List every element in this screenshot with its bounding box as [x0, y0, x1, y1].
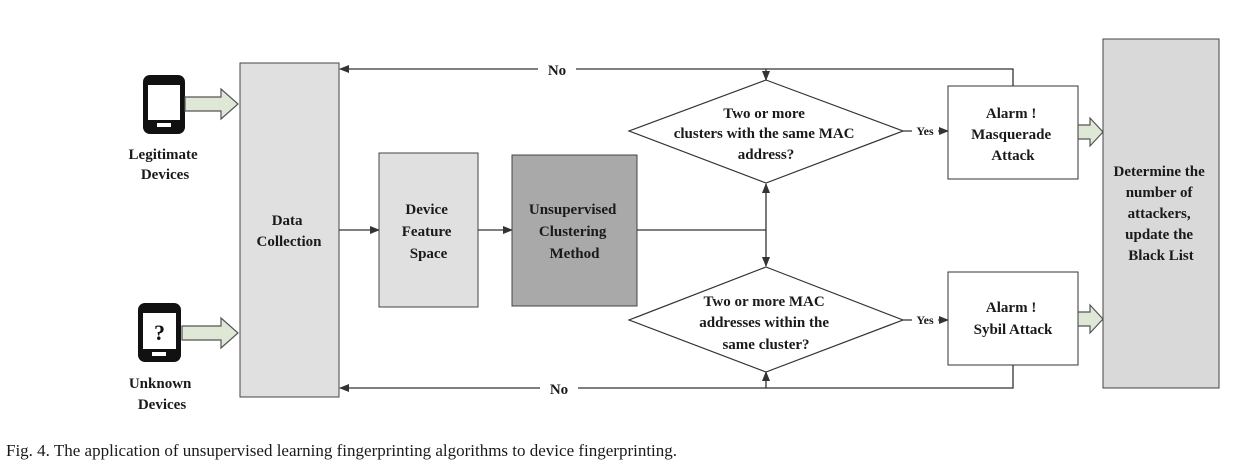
decision-top-line-1: Two or more — [723, 106, 805, 122]
clustering-line-3: Method — [550, 246, 601, 262]
legitimate-line-2: Devices — [141, 167, 189, 183]
hollow-arrow-legit — [184, 87, 239, 121]
sybil-line-2: Sybil Attack — [974, 322, 1053, 338]
blacklist-label: Determine the number of attackers, updat… — [1114, 164, 1209, 264]
loop-masquerade-to-decision — [762, 68, 1014, 86]
feature-space-box — [378, 152, 479, 308]
sybil-alarm-box — [947, 271, 1079, 366]
smartphone-question-icon: ? — [138, 303, 181, 362]
unknown-line-2: Devices — [138, 397, 186, 413]
blacklist-line-1: Determine the — [1114, 164, 1206, 180]
decision-bottom-line-2: addresses within the — [699, 315, 829, 331]
smartphone-icon — [143, 75, 185, 134]
data-collection-box — [239, 62, 340, 398]
blacklist-line-5: Black List — [1128, 248, 1193, 264]
legitimate-devices-label: Legitimate Devices — [129, 147, 202, 183]
feature-space-line-2: Feature — [402, 224, 452, 240]
decision-top-label: Two or more clusters with the same MAC a… — [674, 106, 859, 163]
feature-space-line-1: Device — [405, 202, 448, 218]
masquerade-alarm-box — [947, 85, 1079, 180]
blacklist-line-4: update the — [1125, 227, 1193, 243]
hollow-arrow-masquerade — [1077, 116, 1104, 148]
decision-top-line-3: address? — [738, 147, 794, 163]
clustering-line-2: Clustering — [539, 224, 607, 240]
unknown-line-1: Unknown — [129, 376, 192, 392]
data-collection-line-2: Collection — [257, 234, 323, 250]
clustering-box — [511, 154, 638, 307]
decision-top — [627, 79, 905, 184]
feature-space-label: Device Feature Space — [402, 202, 455, 262]
no-label-bottom: No — [550, 382, 568, 398]
decision-bottom-label: Two or more MAC addresses within the sam… — [699, 294, 833, 353]
no-bottom-bg — [540, 378, 578, 398]
hollow-arrow-sybil — [1077, 303, 1104, 335]
clustering-line-1: Unsupervised — [529, 202, 617, 218]
feature-space-line-3: Space — [410, 246, 448, 262]
yes-bottom-bg — [912, 313, 938, 327]
clustering-label: Unsupervised Clustering Method — [529, 202, 620, 262]
unknown-glyph: ? — [154, 320, 165, 345]
masquerade-line-1: Alarm ! — [986, 106, 1036, 122]
no-label-top: No — [548, 63, 566, 79]
masquerade-line-2: Masquerade — [971, 127, 1051, 143]
masquerade-line-3: Attack — [991, 148, 1035, 164]
flow-diagram: Legitimate Devices ? Unknown Devices Dat… — [129, 38, 1220, 413]
blacklist-line-2: number of — [1126, 185, 1194, 201]
masquerade-label: Alarm ! Masquerade Attack — [971, 106, 1055, 164]
decision-bottom-line-3: same cluster? — [722, 337, 809, 353]
legitimate-line-1: Legitimate — [129, 147, 198, 163]
blacklist-line-3: attackers, — [1128, 206, 1191, 222]
yes-top-bg — [912, 124, 938, 138]
yes-label-top: Yes — [916, 124, 934, 138]
loop-sybil-to-decision — [762, 365, 1014, 389]
sybil-line-1: Alarm ! — [986, 300, 1036, 316]
decision-bottom-line-1: Two or more MAC — [704, 294, 825, 310]
data-collection-line-1: Data — [272, 213, 303, 229]
figure-caption: Fig. 4. The application of unsupervised … — [6, 441, 678, 460]
data-collection-label: Data Collection — [257, 213, 323, 250]
sybil-label: Alarm ! Sybil Attack — [974, 300, 1053, 338]
hollow-arrow-unknown — [181, 316, 239, 350]
decision-top-line-2: clusters with the same MAC — [674, 126, 855, 142]
unknown-devices-label: Unknown Devices — [129, 376, 195, 413]
yes-label-bottom: Yes — [916, 313, 934, 327]
blacklist-box — [1102, 38, 1220, 389]
no-top-bg — [538, 59, 576, 79]
